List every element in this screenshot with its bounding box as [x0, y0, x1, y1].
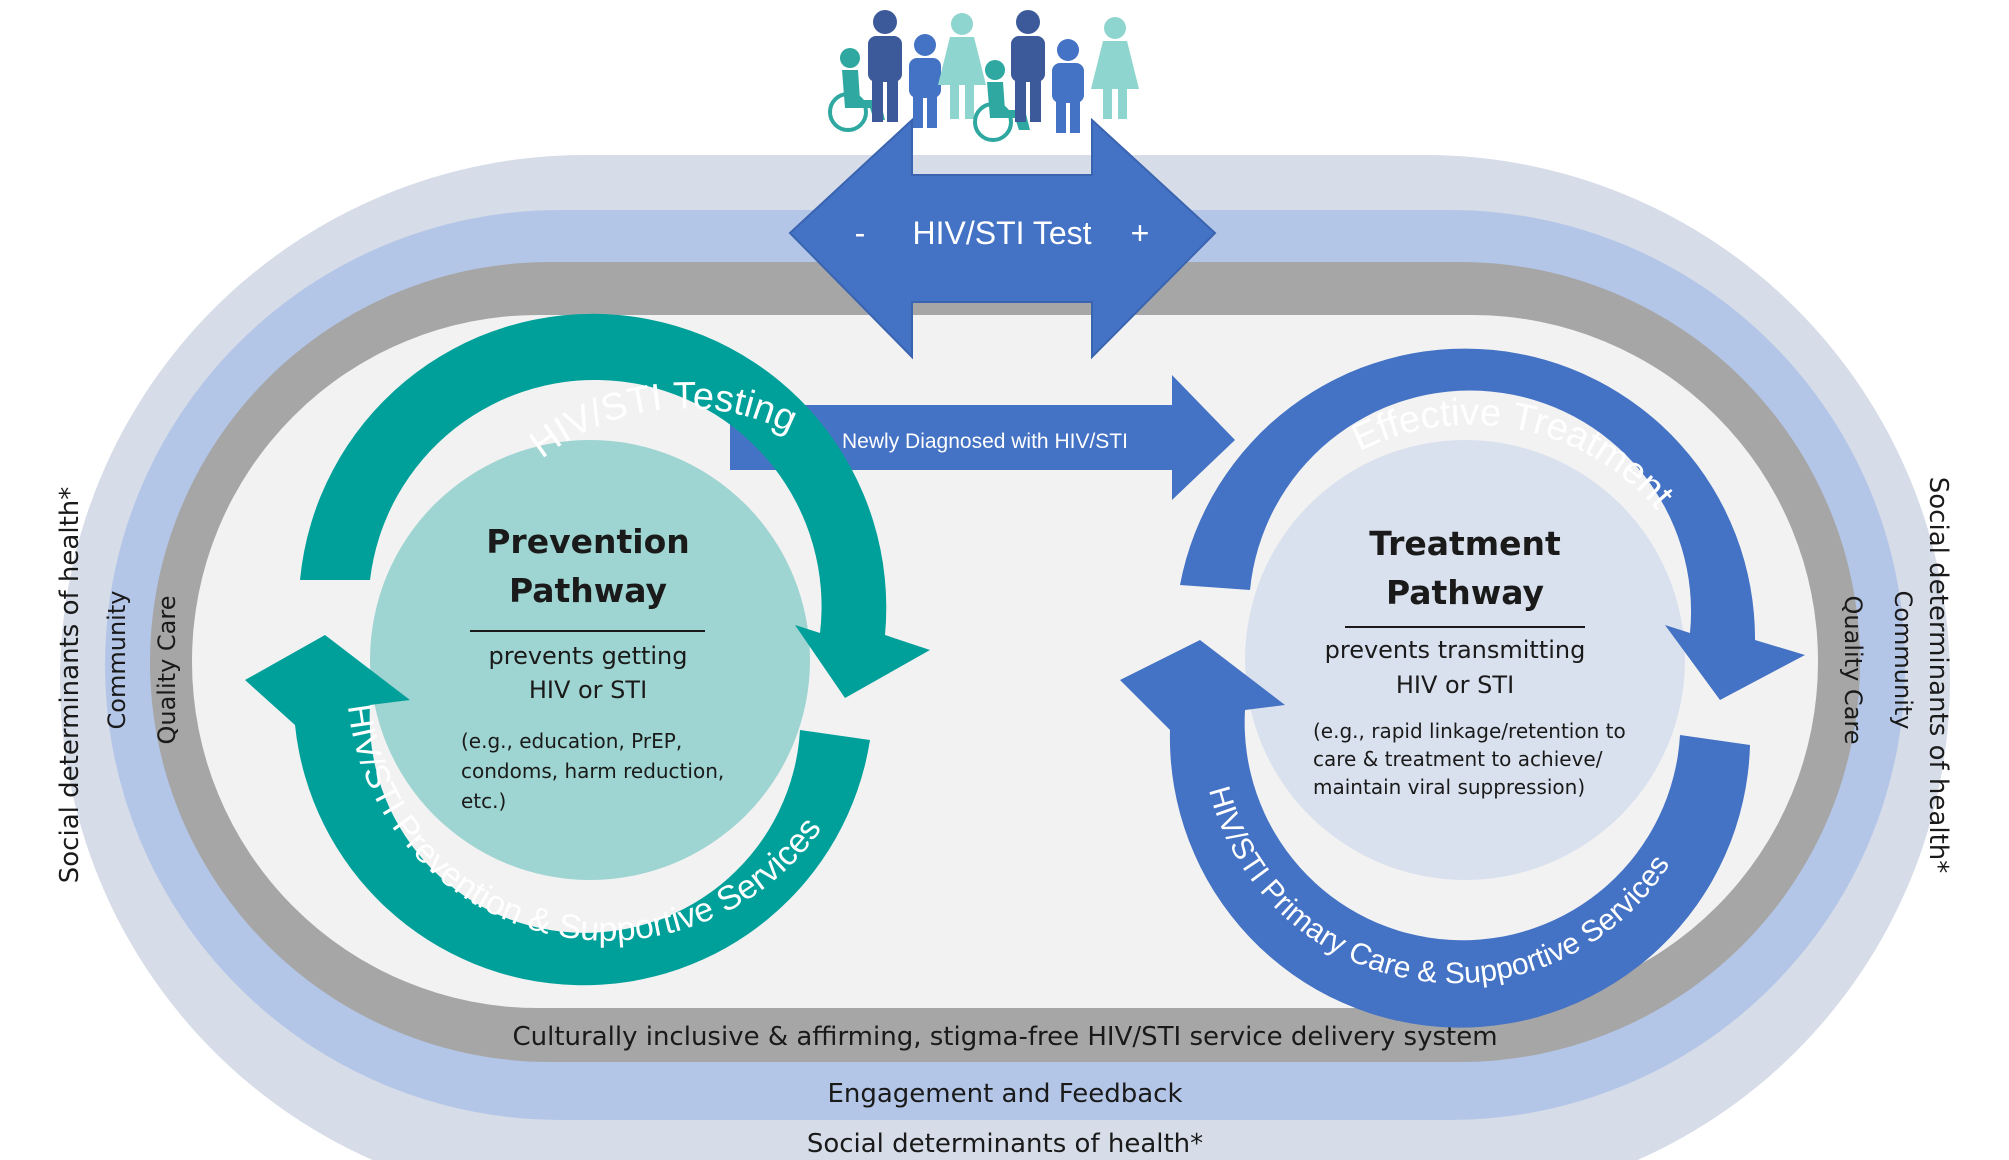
treatment-example-line1: (e.g., rapid linkage/retention to: [1313, 719, 1626, 743]
quality-care-left-label: Quality Care: [153, 595, 181, 744]
prevention-sub-line1: prevents getting: [489, 642, 688, 670]
test-positive-sign: +: [1131, 215, 1150, 251]
person-icon: [1052, 39, 1084, 133]
hiv-sti-test-double-arrow: [788, 117, 1217, 360]
newly-diagnosed-label: Newly Diagnosed with HIV/STI: [842, 430, 1128, 453]
prevention-example-line2: condoms, harm reduction,: [461, 759, 724, 783]
engagement-label: Engagement and Feedback: [827, 1079, 1182, 1109]
person-icon: [1091, 17, 1139, 119]
quality-care-right-label: Quality Care: [1839, 595, 1867, 744]
treatment-sub-line2: HIV or STI: [1396, 671, 1514, 699]
prevention-bottom-arc-arrow: [245, 635, 870, 986]
treatment-sub-line1: prevents transmitting: [1325, 636, 1586, 664]
prevention-title-line2: Pathway: [509, 571, 667, 610]
treatment-title-line1: Treatment: [1369, 524, 1561, 563]
service-system-label: Culturally inclusive & affirming, stigma…: [512, 1022, 1497, 1052]
community-left-label: Community: [103, 591, 131, 730]
prevention-pathway-circle: [370, 440, 810, 880]
person-icon: [938, 13, 986, 119]
test-arrow-label: HIV/STI Test: [912, 215, 1091, 251]
prevention-example-line1: (e.g., education, PrEP,: [461, 729, 682, 753]
treatment-example-line2: care & treatment to achieve/: [1313, 747, 1603, 771]
person-icon: [909, 34, 941, 128]
people-group: [828, 10, 1139, 142]
prevention-title-line1: Prevention: [486, 522, 689, 561]
person-icon: [1011, 10, 1045, 122]
newly-diagnosed-arrow: [730, 375, 1235, 500]
treatment-top-arc-arrow: [1180, 348, 1805, 700]
social-determinants-bottom-label: Social determinants of health*: [807, 1129, 1203, 1159]
test-negative-sign: -: [855, 215, 866, 251]
treatment-title-line2: Pathway: [1386, 573, 1544, 612]
treatment-pathway-circle: [1245, 440, 1685, 880]
person-icon: [868, 10, 902, 122]
prevention-example-line3: etc.): [461, 789, 506, 813]
prevention-sub-line2: HIV or STI: [529, 676, 647, 704]
community-right-label: Community: [1889, 591, 1917, 730]
prevention-top-arc-arrow: [300, 313, 930, 698]
social-determinants-right-label: Social determinants of health*: [1923, 477, 1953, 874]
social-determinants-left-label: Social determinants of health*: [55, 487, 85, 884]
treatment-bottom-arc-arrow: [1120, 640, 1750, 1028]
treatment-example-line3: maintain viral suppression): [1313, 775, 1585, 799]
